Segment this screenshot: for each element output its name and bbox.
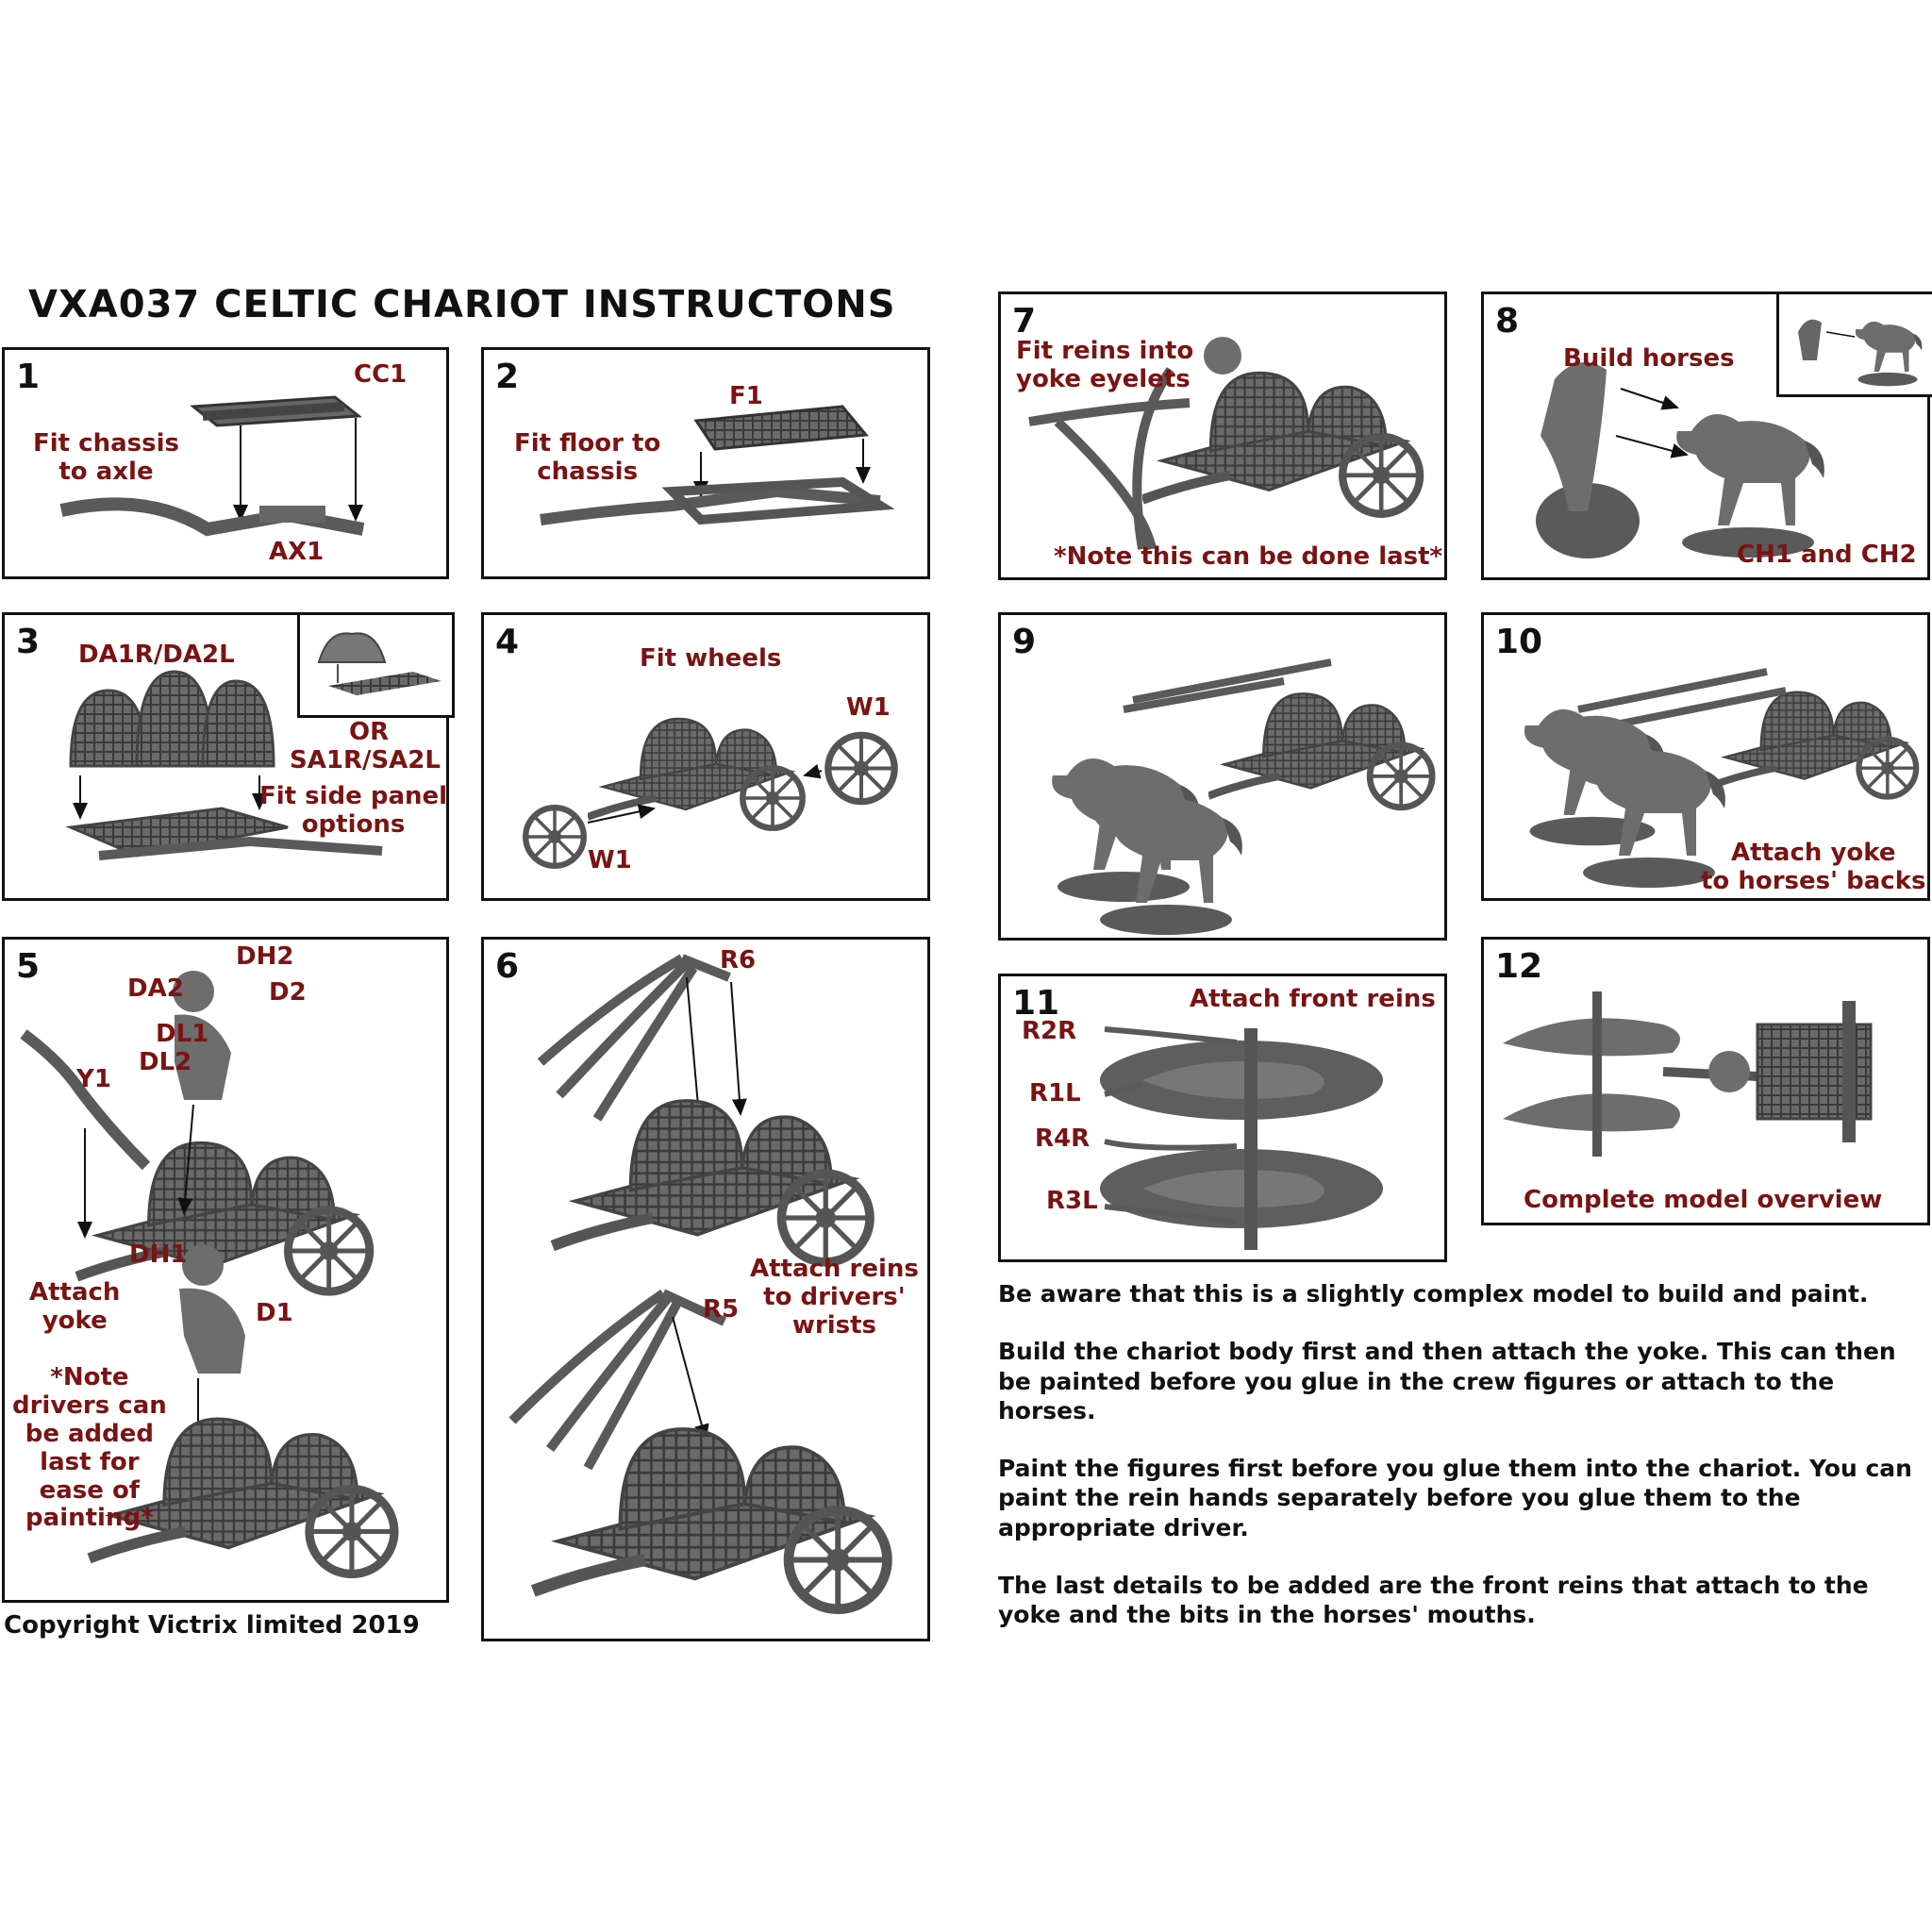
wheels-illustration xyxy=(484,615,933,904)
label-drivers-note: *Note drivers can be added last for ease… xyxy=(12,1363,167,1533)
label-w1-right: W1 xyxy=(846,693,891,722)
horses-and-chariot-illustration xyxy=(1052,658,1450,935)
step-3-inset xyxy=(297,612,455,718)
label-da1r-da2l: DA1R/DA2L xyxy=(78,641,235,669)
page-title: VXA037 CELTIC CHARIOT INSTRUCTONS xyxy=(28,283,896,326)
label-y1: Y1 xyxy=(76,1065,111,1093)
label-d1: D1 xyxy=(256,1299,293,1327)
step-number: 7 xyxy=(1012,302,1037,341)
side-panel-option-illustration xyxy=(317,632,441,695)
label-attach-reins-wrists: Attach reins to drivers' wrists xyxy=(750,1255,919,1340)
label-da2: DA2 xyxy=(127,974,184,1003)
chassis-axle-illustration xyxy=(59,395,365,537)
label-dl1: DL1 xyxy=(156,1020,209,1048)
step-9-panel: 9 xyxy=(998,612,1447,941)
label-f1: F1 xyxy=(729,382,763,410)
step-7-panel: 7 Fit reins into yoke eyelets *Note this… xyxy=(998,291,1447,580)
step-8-inset xyxy=(1776,291,1932,397)
step-1-panel: 1 CC1 Fit chassis to axle AX1 xyxy=(2,347,449,579)
label-complete-overview: Complete model overview xyxy=(1524,1186,1883,1214)
label-sa1r-sa2l: SA1R/SA2L xyxy=(290,746,441,774)
step-number: 11 xyxy=(1012,984,1060,1023)
step-number: 10 xyxy=(1495,623,1543,661)
side-panels-illustration xyxy=(65,670,383,860)
label-ch1-ch2: CH1 and CH2 xyxy=(1737,541,1917,569)
label-ax1: AX1 xyxy=(269,538,325,566)
step-number: 12 xyxy=(1495,947,1543,986)
step-2-panel: 2 F1 Fit floor to chassis xyxy=(481,347,930,579)
step-number: 2 xyxy=(495,358,520,396)
copyright-notice: Copyright Victrix limited 2019 xyxy=(4,1611,420,1640)
yoke-on-horses-illustration xyxy=(1524,668,1932,888)
build-horses-illustration xyxy=(1536,362,1824,558)
horse-parts-inset-illustration xyxy=(1798,319,1923,387)
step-number: 1 xyxy=(16,358,41,396)
label-r1l: R1L xyxy=(1029,1079,1081,1108)
step-11-panel: 11 Attach front reins R2R R1L R4R R3L xyxy=(998,974,1447,1262)
label-dh1: DH1 xyxy=(129,1241,188,1269)
label-r2r: R2R xyxy=(1022,1017,1077,1045)
label-attach-yoke: Attach yoke xyxy=(29,1278,121,1335)
label-fit-wheels: Fit wheels xyxy=(640,644,782,673)
label-r4r: R4R xyxy=(1035,1124,1091,1153)
yoke-eyelets-illustration xyxy=(1028,337,1450,551)
step-number: 6 xyxy=(495,947,520,986)
label-r5: R5 xyxy=(703,1295,740,1324)
front-reins-topdown-illustration xyxy=(1100,1026,1383,1250)
step-5-panel: 5 DH2 DA2 D2 DL1 DL2 Y1 DH1 D1 Attach yo… xyxy=(2,937,449,1603)
label-r3l: R3L xyxy=(1046,1187,1098,1215)
step-number: 3 xyxy=(16,623,41,661)
label-fit-floor: Fit floor to chassis xyxy=(514,429,661,486)
note-4: The last details to be added are the fro… xyxy=(998,1571,1869,1628)
label-fit-reins-eyelets: Fit reins into yoke eyelets xyxy=(1016,337,1194,393)
note-3: Paint the figures first before you glue … xyxy=(998,1455,1912,1541)
step-10-panel: 10 Attach yoke to horses' backs xyxy=(1481,612,1930,901)
label-r6: R6 xyxy=(720,946,757,974)
label-or: OR xyxy=(349,718,390,746)
assembly-notes: Be aware that this is a slightly complex… xyxy=(998,1279,1932,1657)
reins-drivers-illustration xyxy=(508,954,933,1644)
step-number: 4 xyxy=(495,623,520,661)
label-dh2: DH2 xyxy=(236,942,294,971)
step-12-panel: 12 Complete model overview xyxy=(1481,937,1930,1225)
step-number: 9 xyxy=(1012,623,1037,661)
complete-model-illustration xyxy=(1503,991,1873,1157)
label-build-horses: Build horses xyxy=(1563,344,1735,373)
step-6-panel: 6 R6 R5 Attach reins to drivers' wrists xyxy=(481,937,930,1641)
step-4-panel: 4 Fit wheels W1 W1 xyxy=(481,612,930,901)
step-3-panel: 3 DA1R/DA2L OR SA1R/SA2L Fit side panel … xyxy=(2,612,455,901)
step-number: 5 xyxy=(16,947,41,986)
note-2: Build the chariot body first and then at… xyxy=(998,1338,1896,1424)
label-fit-side-panel: Fit side panel options xyxy=(259,782,448,839)
yoke-drivers-illustration xyxy=(20,971,452,1606)
label-fit-chassis: Fit chassis to axle xyxy=(33,429,179,486)
step-number: 8 xyxy=(1495,302,1520,341)
floor-chassis-illustration xyxy=(540,405,895,525)
label-dl2: DL2 xyxy=(139,1048,192,1076)
label-cc1: CC1 xyxy=(354,360,408,389)
label-attach-yoke-horses: Attach yoke to horses' backs xyxy=(1701,839,1926,895)
label-note-last: *Note this can be done last* xyxy=(1054,542,1443,571)
label-w1-left: W1 xyxy=(588,846,632,874)
note-1: Be aware that this is a slightly complex… xyxy=(998,1280,1869,1307)
step-8-panel: 8 Build horses CH1 and CH2 xyxy=(1481,291,1932,580)
label-d2: D2 xyxy=(269,978,307,1007)
label-attach-front-reins: Attach front reins xyxy=(1190,985,1436,1013)
